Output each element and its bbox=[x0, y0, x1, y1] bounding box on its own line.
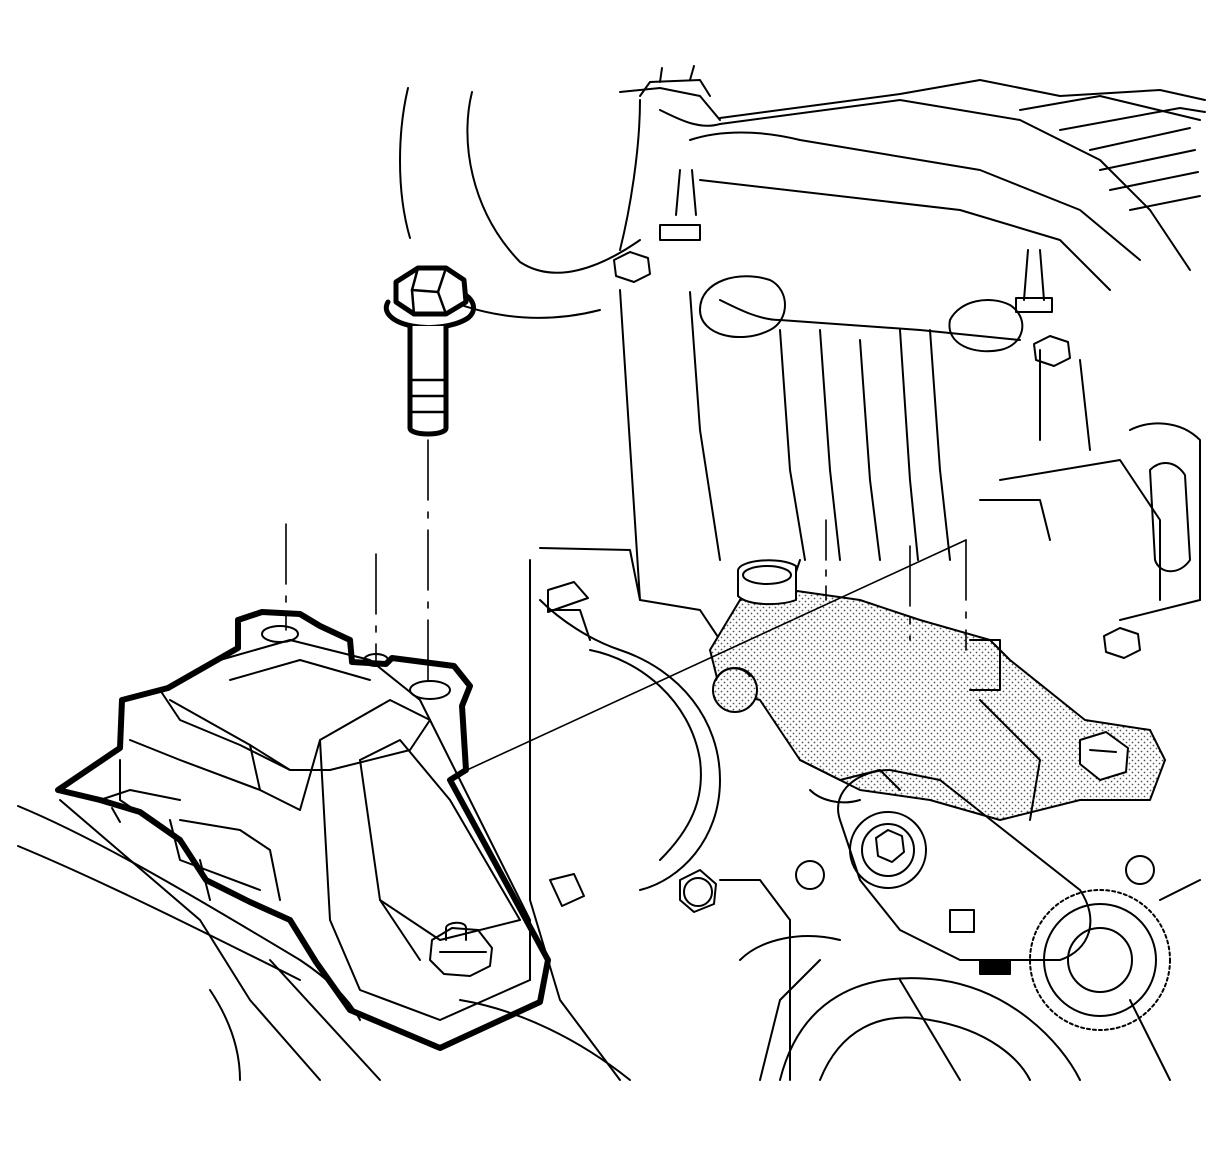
engine-block bbox=[529, 65, 1206, 1081]
shaded-mount-bracket bbox=[709, 559, 1166, 821]
flange-bolt bbox=[383, 265, 477, 437]
engine-mount bbox=[55, 609, 551, 1051]
belt-tensioner bbox=[779, 769, 1201, 1081]
subframe-outline bbox=[17, 799, 631, 1081]
alignment-lines bbox=[285, 439, 967, 777]
